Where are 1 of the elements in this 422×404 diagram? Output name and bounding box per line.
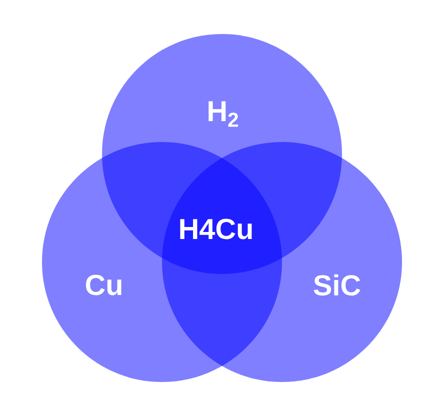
intersection-label: H4Cu xyxy=(180,218,252,240)
